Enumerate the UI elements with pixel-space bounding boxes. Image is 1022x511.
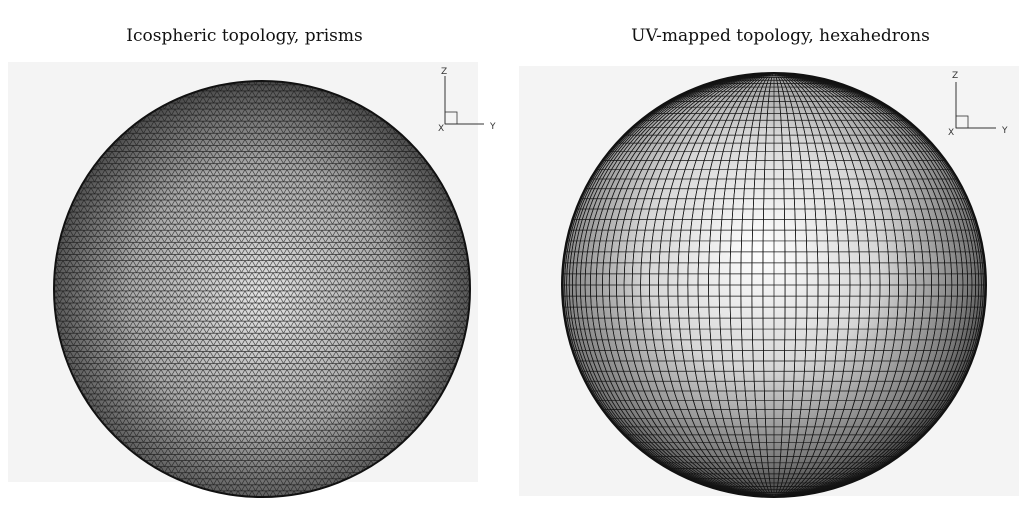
uv-sphere-mesh-render: Z X Y — [561, 71, 1008, 498]
axis-triad: Z X Y — [438, 67, 496, 134]
icosphere-mesh-render: Z X Y — [53, 67, 496, 498]
axis-x-label: X — [948, 128, 954, 138]
panel-title: UV-mapped topology, hexahedrons — [631, 26, 930, 46]
axis-triad: Z X Y — [948, 71, 1008, 138]
axis-z-label: Z — [441, 67, 447, 77]
axis-z-label: Z — [952, 71, 958, 81]
panel-title: Icospheric topology, prisms — [126, 26, 363, 46]
uv-sphere-panel: UV-mapped topology, hexahedrons Z X Y — [511, 0, 1022, 511]
icosphere-panel: Icospheric topology, prisms Z X Y — [8, 26, 496, 498]
axis-y-label: Y — [489, 122, 496, 132]
axis-y-label: Y — [1001, 126, 1008, 136]
axis-x-label: X — [438, 124, 444, 134]
